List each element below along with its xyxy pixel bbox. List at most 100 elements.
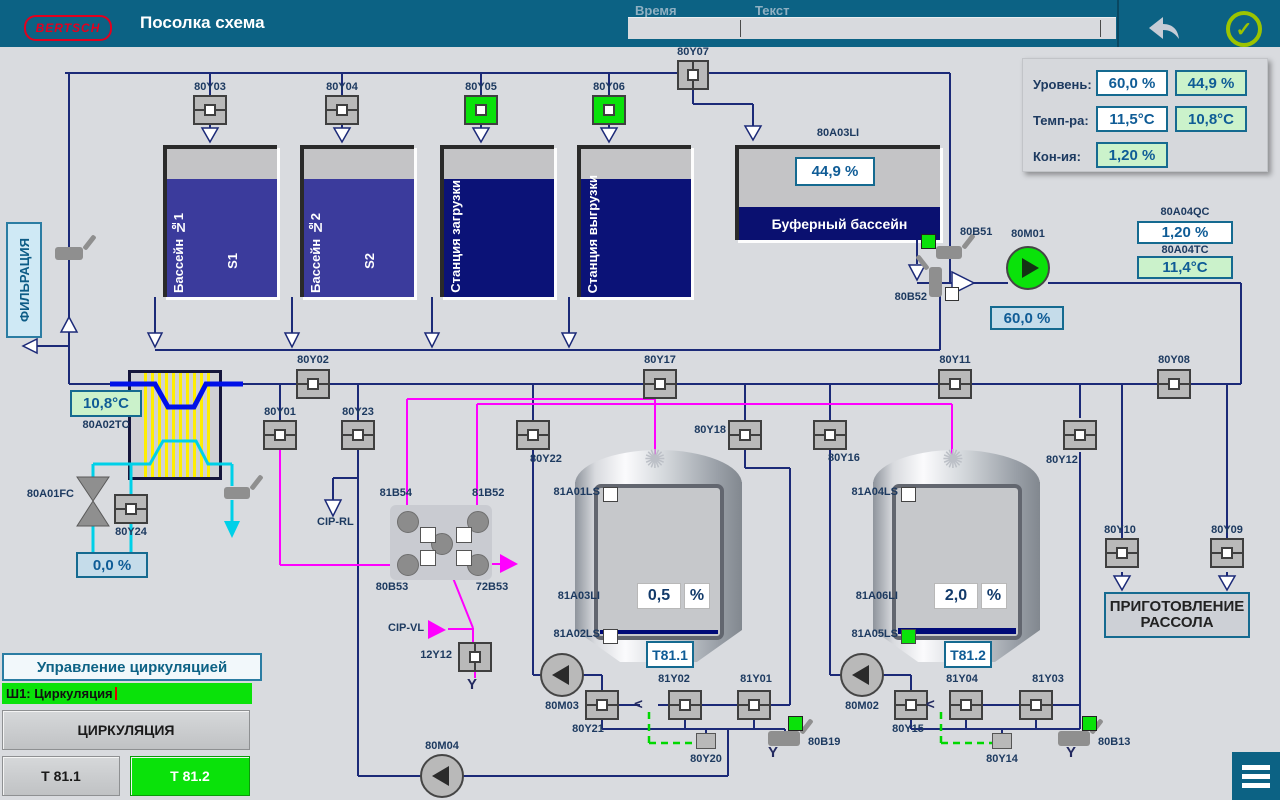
valve-81Y03[interactable] — [1019, 690, 1053, 720]
tank-id: S1 — [225, 253, 240, 269]
filtration-button[interactable]: ФИЛЬРАЦИЯ — [6, 222, 42, 338]
alarm-line[interactable] — [628, 17, 1116, 39]
pump-80M01[interactable] — [1006, 246, 1050, 290]
tank-basin2[interactable]: Бассейн №2 S2 — [300, 145, 414, 297]
temp-setpoint[interactable]: 11,5°C — [1096, 106, 1168, 132]
tank-unloading-station[interactable]: Станция выгрузки — [577, 145, 691, 297]
port-80B53[interactable] — [397, 554, 419, 576]
valve-80Y12[interactable] — [1063, 420, 1097, 450]
filtration-label: ФИЛЬРАЦИЯ — [16, 237, 32, 322]
valve-80Y08[interactable] — [1157, 369, 1191, 399]
heat-exchanger[interactable] — [128, 370, 222, 480]
sprayball-icon: ✺ — [942, 444, 964, 474]
valve-80Y21[interactable] — [585, 690, 619, 720]
tag-72B53: 72B53 — [475, 581, 509, 593]
tank-headspace — [167, 149, 277, 179]
block-indicator — [420, 527, 436, 543]
menu-button[interactable] — [1232, 752, 1280, 800]
tag-80Y11: 80Y11 — [939, 354, 971, 366]
block-indicator — [456, 550, 472, 566]
valve-80Y04[interactable] — [325, 95, 359, 125]
conc-80A04QC-value: 1,20 % — [1137, 221, 1233, 244]
brine-preparation-button[interactable]: ПРИГОТОВЛЕНИЕ РАССОЛА — [1104, 592, 1250, 638]
step-status-banner: Ш1: Циркуляция — [2, 683, 252, 704]
tag-80Y15: 80Y15 — [892, 723, 924, 735]
valve-81Y02[interactable] — [668, 690, 702, 720]
pump-80M01-speed[interactable]: 60,0 % — [990, 306, 1064, 330]
pump-80M04[interactable] — [420, 754, 464, 798]
temp-80A02TC-value: 10,8°C — [70, 390, 142, 417]
tank-fill: Станция загрузки — [444, 179, 554, 297]
drain-icon: Y — [467, 676, 478, 693]
valve-80Y10[interactable] — [1105, 538, 1139, 568]
valve-80Y24[interactable] — [114, 494, 148, 524]
valve-80Y23[interactable] — [341, 420, 375, 450]
valve-80Y01[interactable] — [263, 420, 297, 450]
t81-1-conc-value[interactable]: 0,5 — [637, 583, 681, 609]
valve-80Y03[interactable] — [193, 95, 227, 125]
valve-81Y01[interactable] — [737, 690, 771, 720]
tank-fill: Бассейн №1 S1 — [167, 179, 277, 297]
tag-80Y16: 80Y16 — [828, 452, 860, 464]
hand-valve-icon[interactable] — [224, 474, 264, 499]
tag-CIP-RL: CIP-RL — [317, 516, 354, 528]
tank-basin1[interactable]: Бассейн №1 S1 — [163, 145, 277, 297]
valve-80Y02[interactable] — [296, 369, 330, 399]
t81-1-label[interactable]: T81.1 — [646, 641, 694, 668]
port-81B54[interactable] — [397, 511, 419, 533]
valve-80Y09[interactable] — [1210, 538, 1244, 568]
header-separator — [1117, 0, 1119, 47]
valve-80Y17[interactable] — [643, 369, 677, 399]
hand-valve-80B52[interactable] — [915, 254, 942, 297]
sensor-tag: 81A01LS — [553, 486, 600, 498]
tag-80A04QC: 80A04QC — [1160, 206, 1210, 218]
tag-80Y21: 80Y21 — [572, 723, 604, 735]
valve-80Y16[interactable] — [813, 420, 847, 450]
hand-valve-icon[interactable] — [55, 234, 97, 260]
tag-80Y20: 80Y20 — [690, 753, 722, 765]
tag-CIP-VL: CIP-VL — [388, 622, 425, 634]
pump-80M02[interactable] — [840, 653, 884, 697]
valve-80Y14[interactable] — [992, 733, 1012, 749]
valve-lever — [82, 234, 97, 251]
valve-80Y07[interactable] — [677, 60, 709, 90]
valve-80Y20[interactable] — [696, 733, 716, 749]
t81-2-label[interactable]: T81.2 — [944, 641, 992, 668]
tank-label: Станция загрузки — [448, 180, 463, 293]
tank-label: Буферный бассейн — [739, 207, 940, 240]
brine-line1: ПРИГОТОВЛЕНИЕ — [1109, 597, 1245, 615]
tag-80Y23: 80Y23 — [342, 406, 374, 418]
tag-80Y04: 80Y04 — [326, 81, 358, 93]
valve-80Y05[interactable] — [464, 95, 498, 125]
flow-80A01FC-value[interactable]: 0,0 % — [76, 552, 148, 578]
valve-81Y04[interactable] — [949, 690, 983, 720]
sensor-tag: 81A03LI — [557, 590, 600, 602]
tag-80Y09: 80Y09 — [1211, 524, 1243, 536]
select-t81-2-button[interactable]: T 81.2 — [130, 756, 250, 796]
t81-2-conc-unit: % — [981, 583, 1007, 609]
tag-80Y05: 80Y05 — [465, 81, 497, 93]
header-bar: BERTSCH Посолка схема Время Текст ✓ — [0, 0, 1280, 47]
sprayball-icon: ✺ — [644, 444, 666, 474]
indicator-80B52 — [945, 287, 959, 301]
tag-80B53: 80B53 — [375, 581, 409, 593]
tank-id: S2 — [362, 253, 377, 269]
tag-81Y01: 81Y01 — [740, 673, 772, 685]
valve-80Y22[interactable] — [516, 420, 550, 450]
circulation-button[interactable]: ЦИРКУЛЯЦИЯ — [2, 710, 250, 750]
valve-80Y11[interactable] — [938, 369, 972, 399]
back-arrow-icon[interactable] — [1146, 16, 1182, 42]
level-setpoint[interactable]: 60,0 % — [1096, 70, 1168, 96]
valve-12Y12[interactable] — [458, 642, 492, 672]
valve-80Y18[interactable] — [728, 420, 762, 450]
tag-80B19: 80B19 — [808, 736, 841, 748]
valve-80Y06[interactable] — [592, 95, 626, 125]
hand-valve-80B51[interactable] — [936, 233, 976, 259]
t81-2-conc-value[interactable]: 2,0 — [934, 583, 978, 609]
temp-80A04TC-value: 11,4°C — [1137, 256, 1233, 279]
tank-loading-station[interactable]: Станция загрузки — [440, 145, 554, 297]
pump-80M03[interactable] — [540, 653, 584, 697]
select-t81-1-button[interactable]: T 81.1 — [2, 756, 120, 796]
valve-80Y15[interactable] — [894, 690, 928, 720]
acknowledge-ok-icon[interactable]: ✓ — [1226, 11, 1262, 47]
